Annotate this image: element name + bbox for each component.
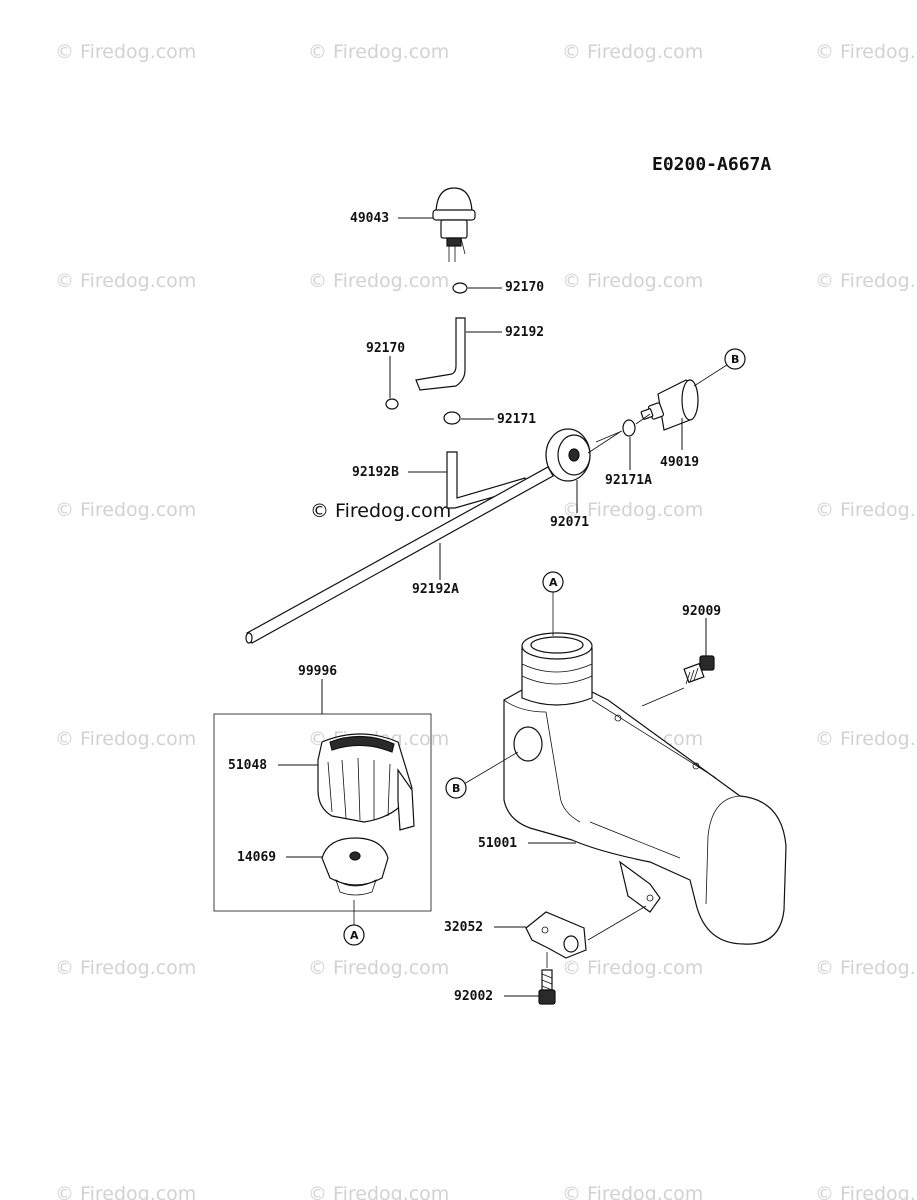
watermark: © Firedog.com: [562, 957, 703, 979]
bolt: [538, 969, 556, 1005]
tank-filler-neck: [521, 632, 593, 706]
watermark: © Firedog.com: [55, 499, 196, 521]
part-label: 92192B: [352, 465, 399, 480]
watermark: © Firedog.com: [562, 1183, 703, 1200]
watermark-grid: © Firedog.com © Firedog.com © Firedog.co…: [55, 41, 917, 1200]
fuel-tank: [503, 689, 787, 945]
watermark: © Firedog.com: [815, 499, 917, 521]
part-label: 92192A: [412, 582, 459, 597]
fuel-pipe: [246, 466, 554, 644]
copyright-notice: © Firedog.com: [310, 500, 451, 522]
bracket: [525, 911, 587, 959]
ref-marker-b: [445, 777, 467, 799]
part-label: 92171A: [605, 473, 652, 488]
part-label: 49019: [660, 455, 699, 470]
part-label: 14069: [237, 850, 276, 865]
watermark: © Firedog.com: [308, 957, 449, 979]
part-label: 92192: [505, 325, 544, 340]
watermark: © Firedog.com: [815, 41, 917, 63]
ref-letter: A: [549, 576, 558, 589]
leader-line: [587, 431, 621, 454]
part-label: 51048: [228, 758, 267, 773]
ref-marker-a: [343, 924, 365, 946]
watermark: © Firedog.com: [815, 728, 917, 750]
grommet: [545, 428, 591, 482]
part-label: 92009: [682, 604, 721, 619]
part-label: 92071: [550, 515, 589, 530]
fuel-pipe: [415, 317, 466, 391]
diagram-code: E0200-A667A: [652, 154, 771, 175]
primer-pump: [432, 187, 476, 262]
watermark: © Firedog.com: [562, 270, 703, 292]
watermark: © Firedog.com: [562, 41, 703, 63]
leader-line: [693, 362, 731, 387]
gasket-ring: [452, 282, 468, 294]
part-label: 92170: [505, 280, 544, 295]
fuel-filter: [640, 379, 699, 431]
fuel-cap: [317, 733, 415, 831]
gasket-ring: [622, 419, 636, 437]
watermark: © Firedog.com: [55, 728, 196, 750]
leader-line: [641, 687, 685, 707]
part-label: 32052: [444, 920, 483, 935]
part-label: 99996: [298, 664, 337, 679]
ref-letter: B: [452, 782, 460, 795]
watermark: © Firedog.com: [308, 41, 449, 63]
watermark: © Firedog.com: [55, 41, 196, 63]
leader-line: [587, 905, 647, 941]
ref-marker-b: [724, 348, 746, 370]
leader-line: [635, 413, 651, 425]
gasket-ring: [385, 398, 399, 410]
watermark: © Firedog.com: [562, 499, 703, 521]
part-label: 92002: [454, 989, 493, 1004]
part-label: 51001: [478, 836, 517, 851]
bolt: [683, 655, 715, 685]
watermark: © Firedog.com: [55, 1183, 196, 1200]
part-label: 49043: [350, 211, 389, 226]
ref-letter: A: [350, 929, 359, 942]
ref-marker-a: [542, 571, 564, 593]
cap-gasket: [321, 837, 389, 896]
watermark: © Firedog.com: [55, 270, 196, 292]
leader-line: [463, 751, 519, 785]
leader-line: [595, 430, 623, 443]
gasket-ring: [443, 411, 461, 425]
watermark: © Firedog.com: [815, 957, 917, 979]
watermark: © Firedog.com: [308, 1183, 449, 1200]
watermark: © Firedog.com: [815, 1183, 917, 1200]
fuel-pipe: [446, 451, 529, 509]
watermark: © Firedog.com: [55, 957, 196, 979]
watermark: © Firedog.com: [815, 270, 917, 292]
watermark: © Firedog.com: [308, 270, 449, 292]
part-label: 92170: [366, 341, 405, 356]
ref-letter: B: [731, 353, 739, 366]
part-label: 92171: [497, 412, 536, 427]
